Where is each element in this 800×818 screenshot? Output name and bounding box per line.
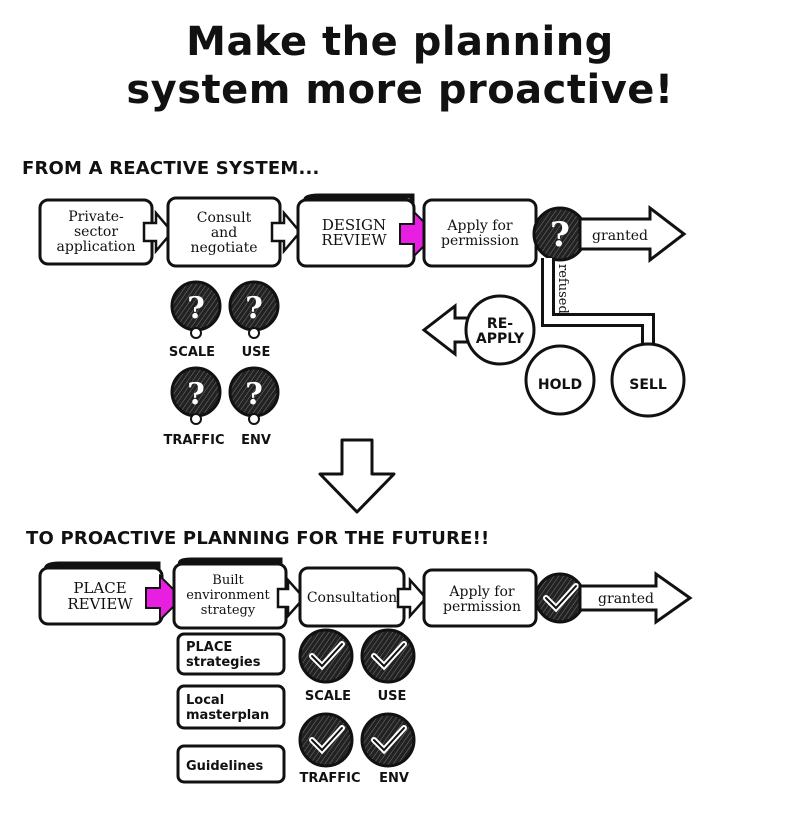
proactive-step-apply: Apply for permission xyxy=(422,568,538,628)
step-label-line: sector xyxy=(74,224,118,240)
step-label-line: Consultation xyxy=(307,590,397,606)
tool-label: Guidelines xyxy=(186,759,263,774)
hold-circle: HOLD xyxy=(524,344,596,416)
tool-label: Local xyxy=(186,693,224,708)
proactive-granted-arrow: granted xyxy=(578,571,693,625)
hold-label: HOLD xyxy=(538,377,582,393)
decision-question-icon: ? xyxy=(532,206,588,262)
tool-local-masterplan: Local masterplan xyxy=(176,684,286,730)
step-label-line: Apply for xyxy=(448,584,514,600)
issue-label: ENV xyxy=(379,771,409,786)
granted-label: granted xyxy=(598,591,654,607)
flow-arrow xyxy=(270,209,302,255)
reactive-step-private-application: Private- sector application xyxy=(38,198,154,266)
proactive-step-place-review: PLACE REVIEW xyxy=(38,561,164,626)
flow-arrow xyxy=(276,576,306,620)
tool-label: masterplan xyxy=(186,708,269,723)
svg-text:?: ? xyxy=(187,377,205,412)
svg-text:?: ? xyxy=(187,291,205,326)
step-label-line: and xyxy=(211,225,237,241)
tool-guidelines: Guidelines xyxy=(176,744,286,784)
step-label-line: environment xyxy=(186,588,270,603)
issue-check-icon xyxy=(298,628,354,684)
refused-label: refused xyxy=(555,264,570,314)
refused-branch: refused xyxy=(541,258,655,356)
proactive-step-consultation: Consultation xyxy=(298,566,406,628)
proactive-heading: TO PROACTIVE PLANNING FOR THE FUTURE!! xyxy=(26,528,490,549)
step-label-line: REVIEW xyxy=(321,231,387,249)
sell-label: SELL xyxy=(629,377,667,393)
svg-text:?: ? xyxy=(550,215,570,255)
issue-label: USE xyxy=(378,689,407,704)
reapply-arrow: RE- APPLY xyxy=(421,294,536,366)
proactive-step-built-environment: Built environment strategy xyxy=(172,557,288,630)
step-label-line: Built xyxy=(212,573,244,588)
step-label-line: negotiate xyxy=(190,240,257,256)
reactive-step-design-review: DESIGN REVIEW xyxy=(296,193,416,268)
step-label-line: Private- xyxy=(68,209,124,225)
issue-check-icon xyxy=(298,712,354,768)
step-label-line: REVIEW xyxy=(67,595,133,613)
issue-check-icon xyxy=(360,628,416,684)
granted-label: granted xyxy=(592,228,648,244)
step-label-line: Apply for xyxy=(446,218,512,234)
issue-check-icon xyxy=(360,712,416,768)
issue-label: SCALE xyxy=(305,689,351,704)
step-label-line: PLACE xyxy=(73,579,126,597)
accent-arrow xyxy=(145,573,184,623)
reactive-step-apply: Apply for permission xyxy=(422,198,538,268)
step-label-line: application xyxy=(57,239,136,255)
reapply-label: RE- xyxy=(487,316,513,332)
issue-label: SCALE xyxy=(169,345,215,360)
sell-circle: SELL xyxy=(610,342,686,418)
title-line-2: system more proactive! xyxy=(126,67,674,113)
issue-label: USE xyxy=(242,345,271,360)
step-label-line: permission xyxy=(441,233,519,249)
tool-label: strategies xyxy=(186,655,261,670)
issue-label: ENV xyxy=(241,433,271,448)
reactive-step-consult: Consult and negotiate xyxy=(166,196,282,268)
flow-arrow xyxy=(396,576,428,620)
tool-label: PLACE xyxy=(186,640,232,655)
issue-question-icon: ? xyxy=(170,366,222,425)
transition-down-arrow xyxy=(318,438,396,514)
page-title: Make the planning system more proactive! xyxy=(0,18,800,114)
step-label-line: DESIGN xyxy=(322,216,386,234)
issue-question-icon: ? xyxy=(228,366,280,425)
step-label-line: Consult xyxy=(197,210,252,226)
reapply-label: APPLY xyxy=(476,331,525,347)
reactive-heading: FROM A REACTIVE SYSTEM... xyxy=(22,158,320,179)
issue-label: TRAFFIC xyxy=(299,771,360,786)
issue-question-icon: ? xyxy=(228,280,280,339)
issue-question-icon: ? xyxy=(170,280,222,339)
title-line-1: Make the planning xyxy=(186,19,614,65)
svg-text:?: ? xyxy=(245,291,263,326)
tool-place-strategies: PLACE strategies xyxy=(176,632,286,676)
reactive-granted-arrow: granted xyxy=(578,204,687,264)
decision-check-icon xyxy=(534,572,586,624)
flow-arrow xyxy=(142,209,174,255)
issue-label: TRAFFIC xyxy=(163,433,224,448)
step-label-line: permission xyxy=(443,599,521,615)
svg-text:?: ? xyxy=(245,377,263,412)
step-label-line: strategy xyxy=(201,603,256,618)
